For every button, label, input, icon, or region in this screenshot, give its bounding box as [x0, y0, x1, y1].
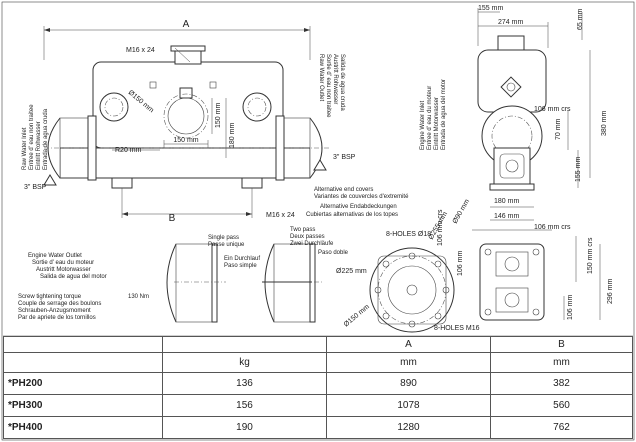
- holes-m16-label: 8-HOLES M16: [434, 325, 480, 332]
- torque-value: 130 Nm: [128, 294, 149, 300]
- dim-155-top: 155 mm: [478, 5, 503, 12]
- raw-outlet-es: Salida de agua cruda: [339, 54, 345, 111]
- legend-left: Engine Water Outlet Sortie d' eau du mot…: [18, 253, 149, 321]
- kg-cell: 156: [162, 394, 327, 418]
- dia-150-flange: Ø150 mm: [343, 303, 371, 328]
- dim-106crs-side: 106 mm crs: [534, 106, 571, 113]
- header-cell: [162, 336, 327, 353]
- a-cell: 1280: [326, 416, 491, 439]
- dim-106-flange: 106 mm: [457, 251, 464, 276]
- dim-180-vertical: 180 mm: [229, 123, 236, 148]
- side-view: 155 mm 274 mm 65 mm 380 mm 70 mm 155 mm …: [420, 5, 608, 208]
- end-covers: Single pass Passe unique Ein Durchlauf P…: [166, 187, 409, 323]
- dim-296: 296 mm: [607, 279, 614, 304]
- two-pass-de: Zwei Durchläufe: [290, 241, 334, 247]
- table-row: *PH200 136 890 382: [3, 372, 633, 396]
- raw-inlet-en: Raw Water Inlet: [22, 127, 28, 170]
- dia-225-label: Ø225 mm: [336, 268, 367, 275]
- table-units-row: kg mm mm: [3, 351, 633, 374]
- single-pass-en: Single pass: [208, 235, 239, 241]
- spec-table: A B kg mm mm *PH200 136 890 382 *PH300 1…: [3, 336, 633, 439]
- dim-150-vertical: 150 mm: [215, 103, 222, 128]
- model-cell: *PH200: [3, 372, 163, 396]
- thread-m16-bottom: M16 x 24: [266, 212, 295, 219]
- units-cell-kg: kg: [162, 351, 327, 374]
- two-pass-fr: Deux passes: [290, 234, 325, 240]
- engine-inlet-fr: Entree d' eau du moteur: [427, 86, 433, 150]
- dim-150-horizontal: 150 mm: [173, 137, 198, 144]
- dim-150crs: 150 mm crs: [587, 237, 594, 274]
- b-cell: 382: [490, 372, 633, 396]
- single-pass-de: Ein Durchlauf: [224, 256, 260, 262]
- flange-square: 146 mm 106 mm crs 150 mm crs 296 mm 106 …: [472, 213, 614, 321]
- radius-r20: R20 mm: [115, 147, 142, 154]
- header-cell-a: A: [326, 336, 491, 353]
- dim-155-side: 155 mm: [575, 157, 582, 182]
- a-cell: 1078: [326, 394, 491, 418]
- dim-146: 146 mm: [494, 213, 519, 220]
- raw-inlet-fr: Entree d' eau non traitee: [29, 104, 35, 170]
- thread-m16-top: M16 x 24: [126, 47, 155, 54]
- kg-cell: 190: [162, 416, 327, 439]
- torque-es: Par de apriete de los tornillos: [18, 315, 96, 321]
- table-header-row: A B: [3, 336, 633, 353]
- single-pass-es: Paso simple: [224, 263, 257, 269]
- raw-inlet-de: Eintritt Rohwasser: [36, 121, 42, 170]
- dim-70: 70 mm: [555, 118, 562, 140]
- engine-outlet-es: Salida de agua del motor: [40, 274, 107, 280]
- flange-round: 8-HOLES Ø18 Ø255 mm Ø225 mm Ø150 mm 106 …: [336, 198, 480, 333]
- front-view: A: [22, 19, 356, 224]
- alt-covers-fr: Variantes de couvercles d'extremité: [314, 194, 409, 200]
- engine-outlet-en: Engine Water Outlet: [28, 253, 82, 259]
- dimension-b-label: B: [169, 213, 176, 224]
- table-row: *PH300 156 1078 560: [3, 394, 633, 418]
- raw-outlet-fr: Sortie d' eau non traitee: [325, 54, 331, 118]
- engine-inlet-de: Eintritt Motorwasser: [434, 97, 440, 150]
- header-cell: [3, 336, 163, 353]
- raw-inlet-es: Entrada de agua cruda: [43, 108, 49, 170]
- engine-outlet-de: Austritt Motorwasser: [36, 267, 91, 273]
- model-cell: *PH300: [3, 394, 163, 418]
- dim-106crs-flange: 106 mm crs: [437, 209, 444, 246]
- b-cell: 762: [490, 416, 633, 439]
- torque-fr: Couple de serrage des boulons: [18, 301, 101, 307]
- bsp-left: 3" BSP: [24, 184, 47, 191]
- raw-outlet-en: Raw Water Outlet: [318, 54, 324, 101]
- dia-90-label: Ø90 mm: [452, 198, 472, 225]
- holes-18-label: 8-HOLES Ø18: [386, 231, 431, 238]
- torque-en: Screw tightening torque: [18, 294, 82, 300]
- dim-65: 65 mm: [577, 8, 584, 30]
- raw-outlet-de: Austritt Rohwasser: [332, 54, 338, 104]
- bsp-right: 3" BSP: [333, 154, 356, 161]
- units-cell-b: mm: [490, 351, 633, 374]
- engine-inlet-es: Entrada de agua del motor: [441, 79, 447, 150]
- two-pass-es: Paso doble: [318, 250, 349, 256]
- engine-outlet-fr: Sortie d' eau du moteur: [32, 260, 94, 266]
- alt-covers-de: Alternative Endabdeckungen: [320, 204, 397, 210]
- alt-covers-en: Alternative end covers: [314, 187, 373, 193]
- dim-106crs-end: 106 mm crs: [534, 224, 571, 231]
- dimension-a-label: A: [183, 19, 190, 30]
- b-cell: 560: [490, 394, 633, 418]
- kg-cell: 136: [162, 372, 327, 396]
- alt-covers-es: Cubiertas alternativas de los topes: [306, 212, 398, 218]
- engine-inlet-en: Engine Water Inlet: [420, 101, 426, 150]
- a-cell: 890: [326, 372, 491, 396]
- dim-380: 380 mm: [601, 111, 608, 136]
- two-pass-en: Two pass: [290, 227, 315, 233]
- dim-180-side: 180 mm: [494, 198, 519, 205]
- table-row: *PH400 190 1280 762: [3, 416, 633, 439]
- torque-de: Schrauben-Anzugsmoment: [18, 308, 91, 314]
- dim-274: 274 mm: [498, 19, 523, 26]
- dim-106-end: 106 mm: [567, 295, 574, 320]
- units-cell-a: mm: [326, 351, 491, 374]
- single-pass-fr: Passe unique: [208, 242, 245, 248]
- header-cell-b: B: [490, 336, 633, 353]
- model-cell: *PH400: [3, 416, 163, 439]
- units-cell: [3, 351, 163, 374]
